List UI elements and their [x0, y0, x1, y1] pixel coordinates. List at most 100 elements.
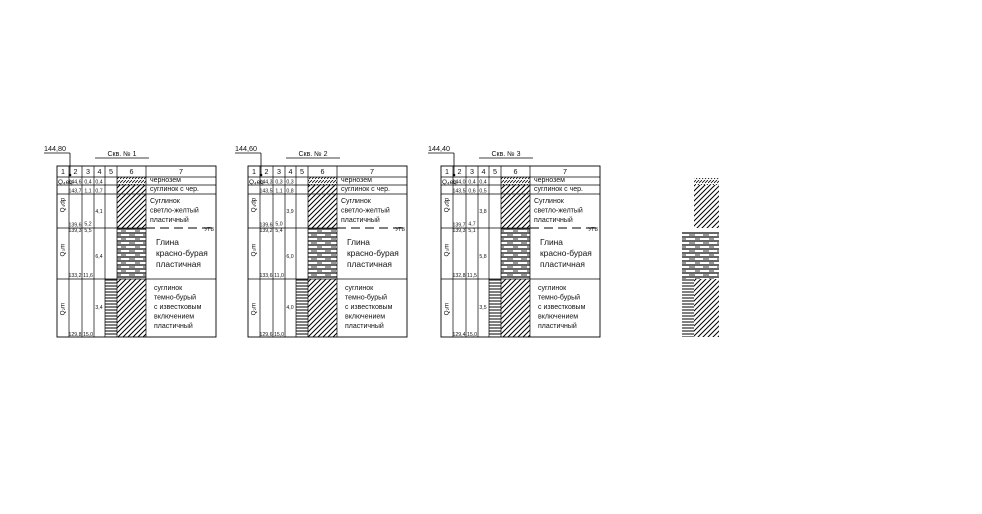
thickness-5: 3,5 [479, 305, 486, 311]
desc-suglinok-light-line: Суглинок [534, 198, 565, 205]
desc-suglinok-dark-line: с известковым [538, 304, 586, 311]
thickness-1: 0,4 [95, 180, 102, 186]
borehole-title: Скв. № 3 [491, 151, 520, 158]
column-header-5: 5 [300, 167, 304, 176]
abs-mark-3: 139,6 [69, 223, 82, 229]
log-frame [247, 165, 408, 338]
log-frame [440, 165, 601, 338]
column-header-7: 7 [563, 167, 567, 176]
desc-glina-line: красно-бурая [347, 248, 399, 258]
depth-4: 11,0 [274, 273, 284, 279]
desc-chernozem: чернозем [534, 177, 565, 184]
abs-mark-4: 133,6 [260, 273, 273, 279]
desc-suglinok-cher: суглинок с чер. [534, 186, 583, 193]
desc-glina-line: красно-бурая [156, 248, 208, 258]
abs-mark-3: 139,7 [453, 223, 466, 229]
column-header-7: 7 [179, 167, 183, 176]
abs-mark-4: 132,8 [453, 273, 466, 279]
litho-chernozem [501, 177, 530, 185]
legend-clay [682, 232, 719, 279]
abs-mark-5: 129,6 [260, 332, 273, 338]
abs-mark-5: 129,4 [453, 332, 466, 338]
legend-hatch-bottom [694, 279, 719, 337]
thickness-4: 6,4 [95, 254, 102, 260]
litho-chernozem [308, 177, 337, 185]
index-suglinok: Q₄dp [444, 197, 451, 212]
thickness-2: 0,5 [479, 189, 486, 195]
desc-suglinok-light-line: Суглинок [150, 198, 181, 205]
desc-suglinok-dark-line: темно-бурый [345, 294, 387, 302]
litho-stripe [489, 279, 501, 337]
desc-suglinok-dark-line: включением [538, 314, 578, 321]
index-chernozem: Q₄eg [58, 179, 73, 186]
groundwater-label: УГВ [588, 227, 598, 233]
thickness-5: 4,0 [286, 305, 293, 311]
desc-glina-line: пластичная [347, 259, 392, 269]
groundwater-label: УГВ [204, 227, 214, 233]
column-header-2: 2 [265, 167, 269, 176]
desc-glina-line: Глина [156, 237, 179, 247]
litho-suglinok-dark [308, 279, 337, 337]
thickness-1: 0,4 [479, 180, 486, 186]
abs-mark-2: 143,7 [69, 189, 82, 195]
depth-4: 11,6 [83, 273, 93, 279]
litho-chernozem [117, 177, 146, 185]
depth-2: 0,6 [468, 189, 475, 195]
column-header-3: 3 [277, 167, 281, 176]
thickness-3: 3,8 [479, 209, 486, 215]
desc-suglinok-light-line: пластичный [150, 216, 189, 224]
litho-suglinok-dark [501, 279, 530, 337]
index-suglinok-dark: Q₂m [444, 303, 451, 316]
borehole-title: Скв. № 2 [298, 151, 327, 158]
litho-glina [117, 228, 146, 279]
litho-suglinok-cher [117, 185, 146, 194]
column-header-6: 6 [514, 167, 518, 176]
abs-mark-water: 139,2 [260, 228, 273, 234]
litho-suglinok-light [117, 194, 146, 228]
depth-1: 0,4 [84, 180, 91, 186]
desc-suglinok-dark-line: темно-бурый [154, 294, 196, 302]
thickness-2: 0,8 [286, 189, 293, 195]
log-frame [56, 165, 217, 338]
thickness-3: 3,9 [286, 209, 293, 215]
thickness-1: 0,3 [286, 180, 293, 186]
desc-suglinok-dark-line: включением [345, 314, 385, 321]
column-header-1: 1 [252, 167, 256, 176]
desc-glina-line: Глина [347, 237, 370, 247]
desc-chernozem: чернозем [341, 177, 372, 184]
abs-mark-water: 139,3 [69, 228, 82, 234]
column-header-5: 5 [493, 167, 497, 176]
desc-suglinok-dark-line: включением [154, 314, 194, 321]
litho-suglinok-light [308, 194, 337, 228]
desc-suglinok-light-line: пластичный [341, 216, 380, 224]
column-header-4: 4 [482, 167, 486, 176]
legend-column [682, 178, 719, 337]
abs-mark-5: 129,8 [69, 332, 82, 338]
litho-suglinok-cher [308, 185, 337, 194]
desc-suglinok-light-line: Суглинок [341, 198, 372, 205]
abs-mark-1: 144,3 [260, 180, 273, 186]
litho-glina [501, 228, 530, 279]
index-suglinok: Q₄dp [251, 197, 258, 212]
desc-suglinok-dark-line: суглинок [345, 285, 374, 292]
column-header-6: 6 [130, 167, 134, 176]
thickness-4: 5,8 [479, 254, 486, 260]
desc-suglinok-light-line: светло-желтый [341, 207, 390, 215]
column-header-5: 5 [109, 167, 113, 176]
thickness-4: 6,0 [286, 254, 293, 260]
litho-stripe [296, 279, 308, 337]
depth-2: 1,1 [275, 189, 282, 195]
legend-stripe [682, 279, 694, 337]
elevation-label: 144,40 [428, 144, 450, 153]
thickness-3: 4,1 [95, 209, 102, 215]
depth-3: 4,7 [468, 222, 475, 228]
desc-glina-line: красно-бурая [540, 248, 592, 258]
desc-suglinok-dark-line: суглинок [538, 285, 567, 292]
column-header-1: 1 [61, 167, 65, 176]
column-header-1: 1 [445, 167, 449, 176]
